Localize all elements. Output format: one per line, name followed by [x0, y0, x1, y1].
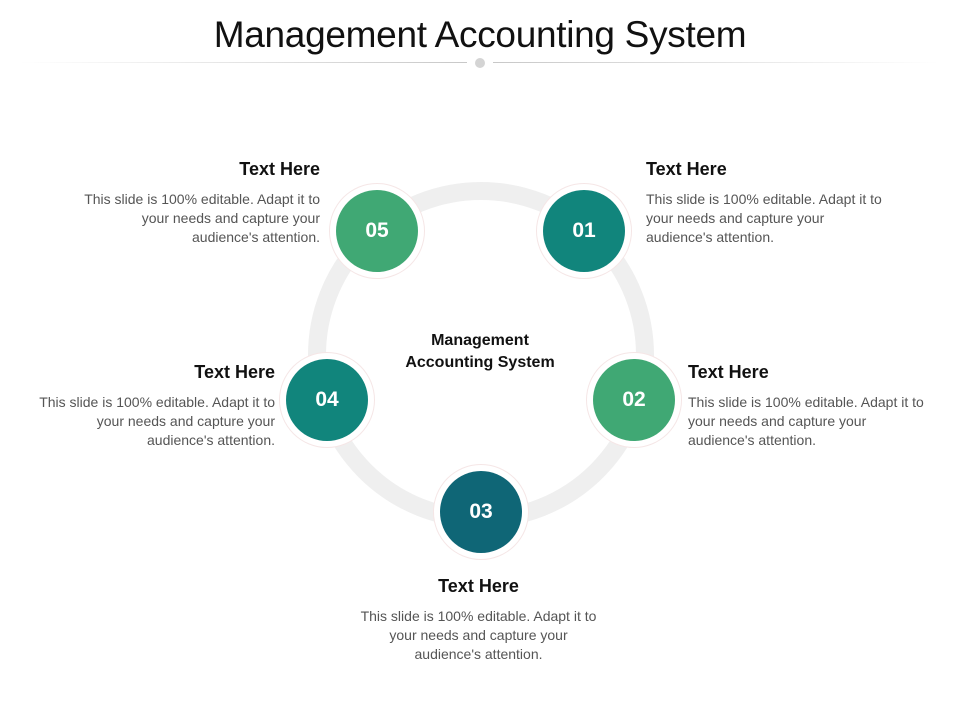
step-body-04: This slide is 100% editable. Adapt it to… — [39, 394, 275, 448]
title-divider-right — [493, 62, 940, 63]
step-heading-05: Text Here — [239, 159, 320, 179]
slide-title: Management Accounting System — [213, 14, 747, 55]
step-number-02: 02 — [593, 359, 675, 441]
step-node-03: 03 — [434, 465, 528, 559]
step-heading-02: Text Here — [688, 362, 769, 382]
step-node-04: 04 — [280, 353, 374, 447]
step-node-01: 01 — [537, 184, 631, 278]
center-label-line2: Accounting System — [405, 354, 555, 371]
center-label: Management Accounting System — [380, 330, 580, 374]
step-node-05: 05 — [330, 184, 424, 278]
step-heading-04: Text Here — [194, 362, 275, 382]
step-body-05: This slide is 100% editable. Adapt it to… — [84, 191, 320, 245]
step-text-02: Text Here This slide is 100% editable. A… — [688, 362, 933, 450]
step-text-03: Text Here This slide is 100% editable. A… — [356, 576, 601, 664]
title-divider-dot — [475, 58, 485, 68]
step-body-03: This slide is 100% editable. Adapt it to… — [360, 608, 597, 662]
center-label-line1: Management — [431, 332, 529, 349]
step-number-03: 03 — [440, 471, 522, 553]
step-body-01: This slide is 100% editable. Adapt it to… — [646, 191, 882, 245]
step-heading-01: Text Here — [646, 159, 727, 179]
step-text-05: Text Here This slide is 100% editable. A… — [75, 159, 320, 247]
title-divider-left — [20, 62, 467, 63]
step-number-01: 01 — [543, 190, 625, 272]
step-node-02: 02 — [587, 353, 681, 447]
step-text-04: Text Here This slide is 100% editable. A… — [30, 362, 275, 450]
step-text-01: Text Here This slide is 100% editable. A… — [646, 159, 891, 247]
step-number-04: 04 — [286, 359, 368, 441]
step-heading-03: Text Here — [438, 576, 519, 596]
step-body-02: This slide is 100% editable. Adapt it to… — [688, 394, 924, 448]
step-number-05: 05 — [336, 190, 418, 272]
